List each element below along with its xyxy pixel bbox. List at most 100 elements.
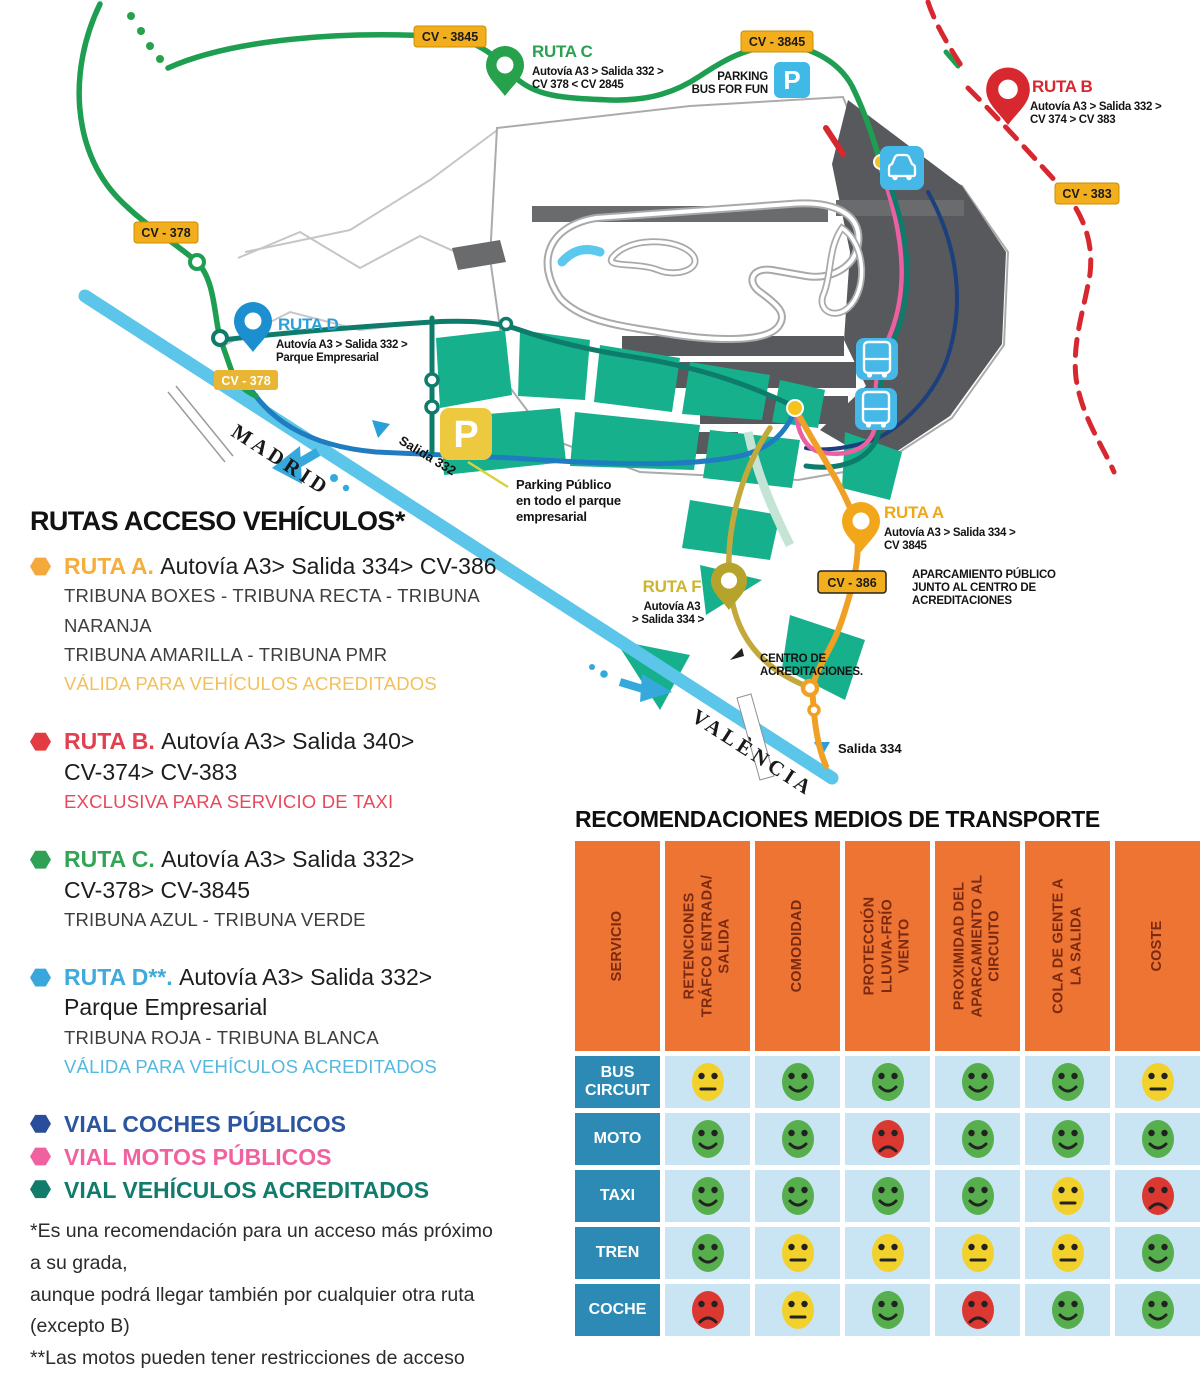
route-legend-item: RUTA D**. Autovía A3> Salida 332>Parque … xyxy=(30,962,524,1081)
route-tribunas-line: TRIBUNA AZUL - TRIBUNA VERDE xyxy=(64,908,366,930)
route-legend-item: RUTA B. Autovía A3> Salida 340>CV-374> C… xyxy=(30,726,524,816)
footnote-line: a su grada, xyxy=(30,1252,128,1275)
svg-text:en todo el parque: en todo el parque xyxy=(516,493,621,508)
face-happy-icon xyxy=(1141,1234,1174,1272)
table-header-text: COLA DE GENTE A LA SALIDA xyxy=(1049,878,1084,1014)
ruta-c-desc2: CV 378 < CV 2845 xyxy=(532,79,624,91)
table-header-text: SERVICIO xyxy=(608,910,625,982)
direction-arrow-valencia xyxy=(589,664,672,702)
road-badge-cv3845-right: CV - 3845 xyxy=(740,30,814,53)
route-name: RUTA A. xyxy=(64,553,161,579)
transport-recommendations: RECOMENDACIONES MEDIOS DE TRANSPORTE SER… xyxy=(575,806,1200,1336)
rating-cell xyxy=(845,1056,930,1108)
route-legend-item: RUTA C. Autovía A3> Salida 332>CV-378> C… xyxy=(30,844,524,934)
salida-334-label: Salida 334 xyxy=(838,741,902,756)
access-routes-infographic: { "map": { "badges": { "cv3845_left": "C… xyxy=(30,0,1200,1369)
rating-cell xyxy=(845,1170,930,1222)
face-happy-icon xyxy=(691,1177,724,1215)
vial-legend-item: VIAL MOTOS PÚBLICOS xyxy=(30,1142,524,1174)
footnote-line: aunque podrá llegar también por cualquie… xyxy=(30,1283,475,1306)
ruta-f-desc1: Autovía A3 xyxy=(644,601,701,613)
rating-cell xyxy=(935,1227,1020,1279)
rating-cell xyxy=(1025,1056,1110,1108)
legend-title: RUTAS ACCESO VEHÍCULOS* xyxy=(30,506,405,536)
rating-cell xyxy=(665,1113,750,1165)
footnote-line: *Es una recomendación para un acceso más… xyxy=(30,1220,493,1243)
face-happy-icon xyxy=(871,1063,904,1101)
route-note: EXCLUSIVA PARA SERVICIO DE TAXI xyxy=(64,790,394,812)
centro-arrow xyxy=(730,648,744,660)
rating-cell xyxy=(1115,1113,1200,1165)
vial-legend-item: VIAL COCHES PÚBLICOS xyxy=(30,1109,524,1141)
road-badge-cv383: CV - 383 xyxy=(1054,182,1120,205)
ruta-a-desc1: Autovía A3 > Salida 334 > xyxy=(884,527,1016,539)
rating-cell xyxy=(1025,1227,1110,1279)
face-happy-icon xyxy=(691,1234,724,1272)
transport-table-grid: SERVICIO RETENCIONES TRÁFCO ENTRADA/ SALI… xyxy=(575,841,1200,1336)
vial-coches-line xyxy=(804,190,959,452)
route-bullet-hexagon xyxy=(30,732,51,751)
table-header-text: RETENCIONES TRÁFCO ENTRADA/ SALIDA xyxy=(680,874,733,1018)
route-c-line-north xyxy=(165,32,882,161)
route-d-line xyxy=(240,373,797,467)
parking-publico-label: Parking Público xyxy=(516,477,612,492)
route-b-line xyxy=(965,85,1117,475)
face-sad-icon xyxy=(961,1291,994,1329)
rating-cell xyxy=(935,1170,1020,1222)
face-happy-icon xyxy=(961,1177,994,1215)
rating-cell xyxy=(755,1227,840,1279)
road-badge-cv378-top: CV - 378 xyxy=(133,221,199,244)
madrid-label: MADRID xyxy=(227,419,335,500)
rating-cell xyxy=(665,1284,750,1336)
vial-label: VIAL COCHES PÚBLICOS xyxy=(64,1111,346,1138)
ruta-f-pin xyxy=(710,562,748,610)
table-header-cell: PROXIMIDAD DEL APARCAMIENTO AL CIRCUITO xyxy=(935,841,1020,1051)
ruta-a-pin xyxy=(842,502,880,552)
aparcamiento-publico-label: APARCAMIENTO PÚBLICO xyxy=(912,568,1056,581)
svg-text:CV - 383: CV - 383 xyxy=(1062,187,1111,201)
face-happy-icon xyxy=(1051,1063,1084,1101)
ruta-f-label: RUTA F xyxy=(643,577,702,596)
vial-label: VIAL VEHÍCULOS ACREDITADOS xyxy=(64,1176,430,1203)
route-desc: Autovía A3> Salida 332> xyxy=(179,964,433,991)
rating-cell xyxy=(665,1056,750,1108)
route-desc: Autovía A3> Salida 332> xyxy=(161,846,415,873)
route-head: RUTA D**. Autovía A3> Salida 332> xyxy=(30,962,524,992)
rating-cell xyxy=(1025,1284,1110,1336)
car-access-icon xyxy=(880,146,924,190)
route-desc-line2: CV-378> CV-3845 xyxy=(64,876,251,903)
route-a-line xyxy=(793,407,861,769)
table-header-cell: RETENCIONES TRÁFCO ENTRADA/ SALIDA xyxy=(665,841,750,1051)
service-row-label: MOTO xyxy=(575,1113,660,1165)
a3-highway xyxy=(78,289,839,785)
parking-sign-blue: P xyxy=(774,62,810,98)
svg-text:ACREDITACIONES: ACREDITACIONES xyxy=(912,595,1012,607)
face-happy-icon xyxy=(871,1291,904,1329)
table-header-cell: COMODIDAD xyxy=(755,841,840,1051)
road-crossing xyxy=(736,693,775,781)
ruta-c-label: RUTA C xyxy=(532,42,593,61)
route-tribunas-line: TRIBUNA AMARILLA - TRIBUNA PMR xyxy=(64,643,388,665)
face-sad-icon xyxy=(691,1291,724,1329)
rating-cell xyxy=(1115,1227,1200,1279)
face-neutral-icon xyxy=(961,1234,994,1272)
route-tribunas-line: TRIBUNA BOXES - TRIBUNA RECTA - TRIBUNA xyxy=(64,585,480,607)
route-tribunas-line: NARANJA xyxy=(64,614,152,636)
rating-cell xyxy=(755,1056,840,1108)
footnote-line: **Las motos pueden tener restricciones d… xyxy=(30,1346,465,1369)
svg-text:CV - 378: CV - 378 xyxy=(141,226,190,240)
ruta-d-label: RUTA D xyxy=(278,315,339,334)
table-header-servicio: SERVICIO xyxy=(575,841,660,1051)
ruta-b-desc2: CV 374 > CV 383 xyxy=(1030,114,1115,126)
railway-crossing xyxy=(167,385,234,463)
route-name: RUTA D**. xyxy=(64,964,179,991)
table-header-text: PROTECCIÓN LLUVIA-FRÍO VIENTO xyxy=(860,896,913,996)
route-desc: Autovía A3> Salida 334> CV-386 xyxy=(160,553,497,579)
table-header-cell: PROTECCIÓN LLUVIA-FRÍO VIENTO xyxy=(845,841,930,1051)
route-head: RUTA B. Autovía A3> Salida 340> xyxy=(30,726,524,756)
svg-text:JUNTO AL CENTRO DE: JUNTO AL CENTRO DE xyxy=(912,582,1037,594)
parking-busforfun-label: PARKING xyxy=(717,71,768,83)
ruta-f-desc2: > Salida 334 > xyxy=(632,614,704,626)
ruta-b-pin xyxy=(986,67,1030,125)
